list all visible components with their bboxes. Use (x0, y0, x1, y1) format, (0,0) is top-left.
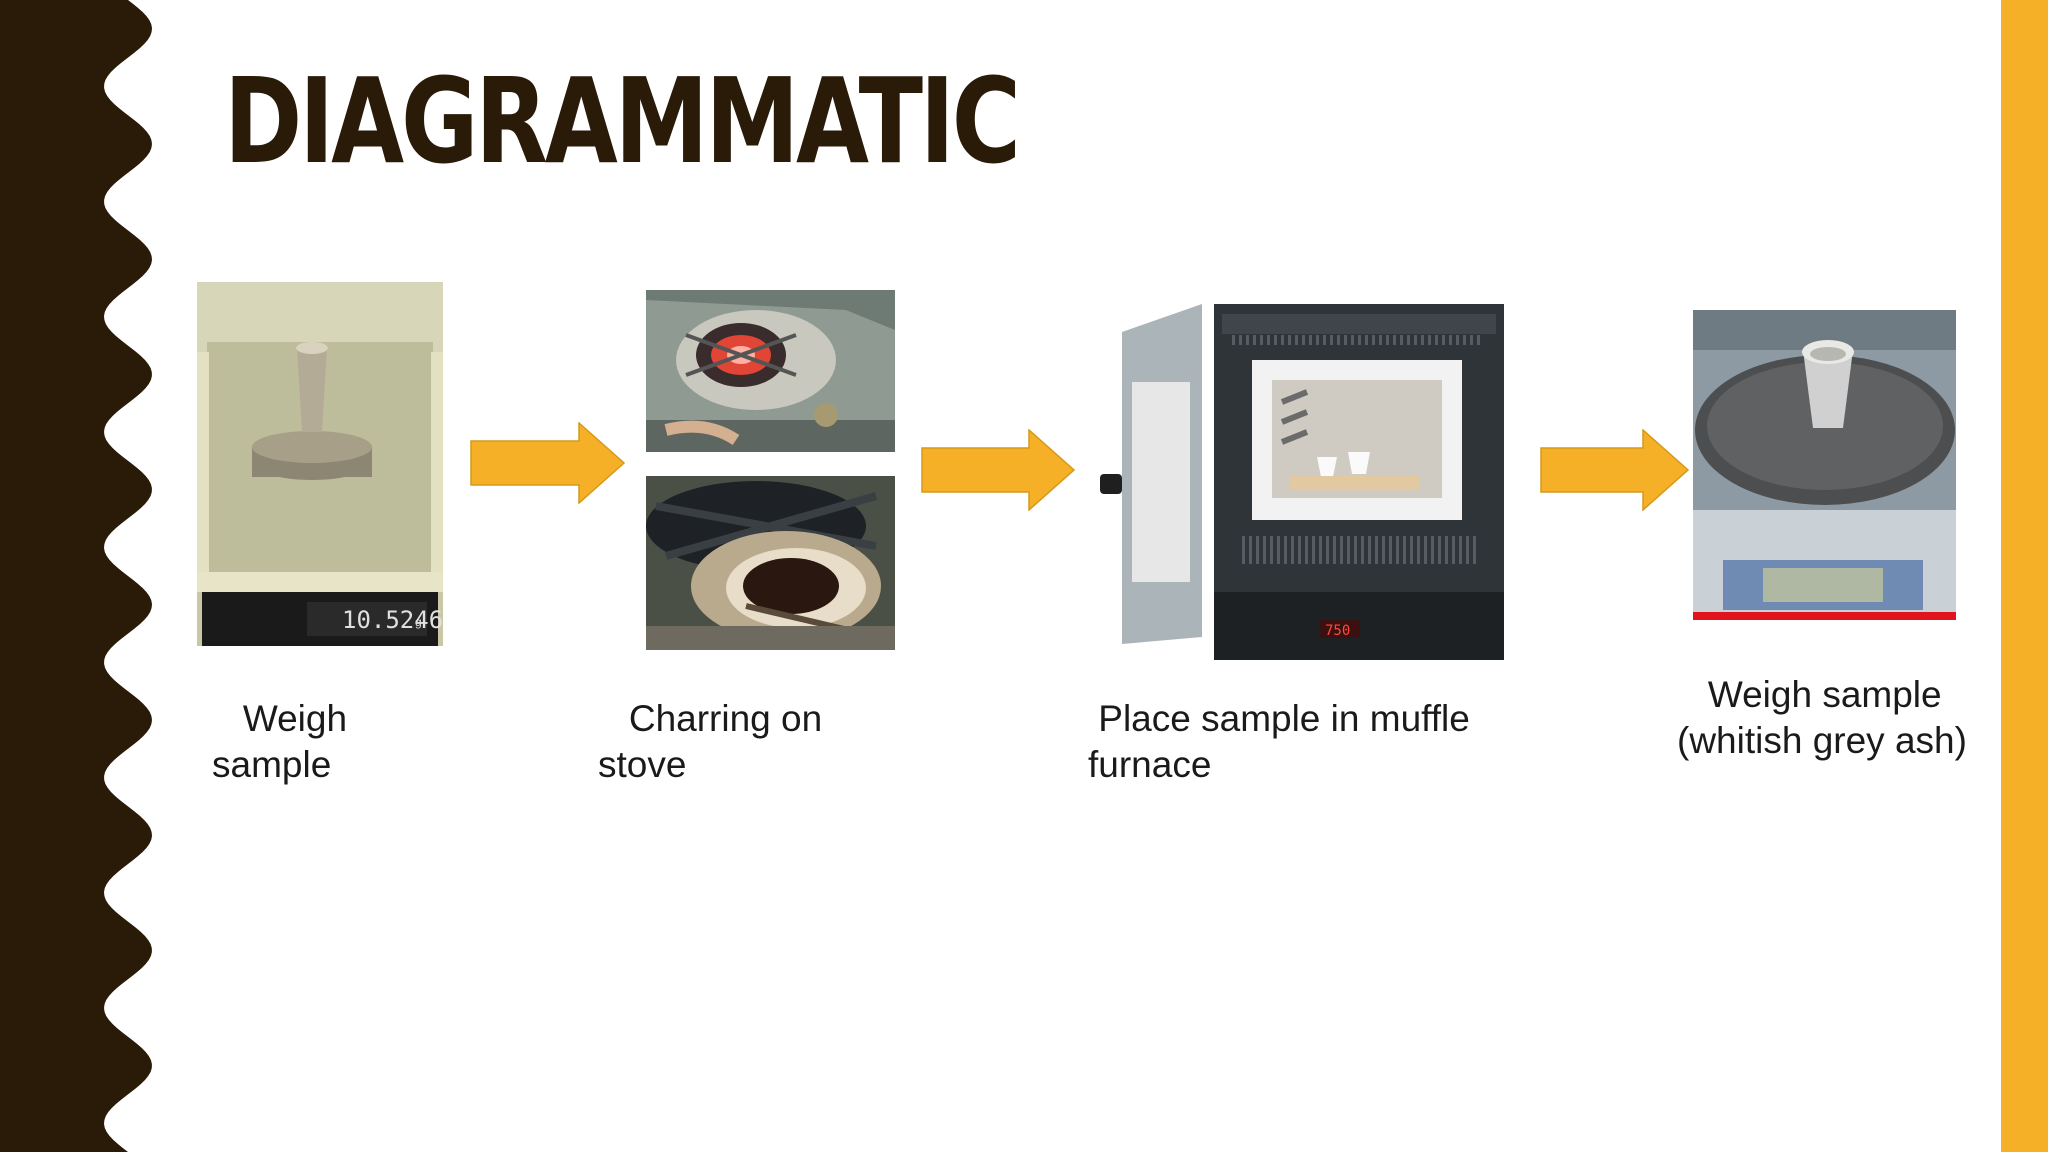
charring-illustration (646, 476, 895, 650)
crucible-on-stove-photo (646, 476, 895, 650)
caption-weigh-ash: Weigh sample (whitish grey ash) (1677, 674, 1967, 761)
burner-illustration (646, 290, 895, 452)
furnace-readout: 750 (1325, 623, 1350, 639)
caption-charring: Charring on stove (598, 698, 823, 785)
balance-unit: g (415, 615, 422, 629)
arrow-right-2 (921, 429, 1075, 511)
caption-muffle-furnace: Place sample in muffle furnace (1088, 698, 1470, 785)
balance-photo: 10.5246 g (197, 282, 443, 646)
furnace-illustration: 750 (1092, 292, 1512, 660)
stove-burner-photo (646, 290, 895, 452)
caption-weigh-sample: Weigh sample (212, 698, 348, 785)
wave-shape (0, 0, 152, 1152)
muffle-furnace-photo: 750 (1092, 292, 1512, 660)
balance-readout: 10.5246 (342, 606, 443, 634)
ash-balance-photo (1693, 310, 1956, 620)
ash-balance-illustration (1693, 310, 1956, 620)
arrow-right-3 (1540, 429, 1689, 511)
right-accent-bar (2001, 0, 2048, 1152)
arrow-right-1 (470, 422, 625, 504)
balance-illustration: 10.5246 g (197, 282, 443, 646)
slide-title: DIAGRAMMATIC (224, 52, 1021, 190)
wavy-left-border (0, 0, 152, 1152)
